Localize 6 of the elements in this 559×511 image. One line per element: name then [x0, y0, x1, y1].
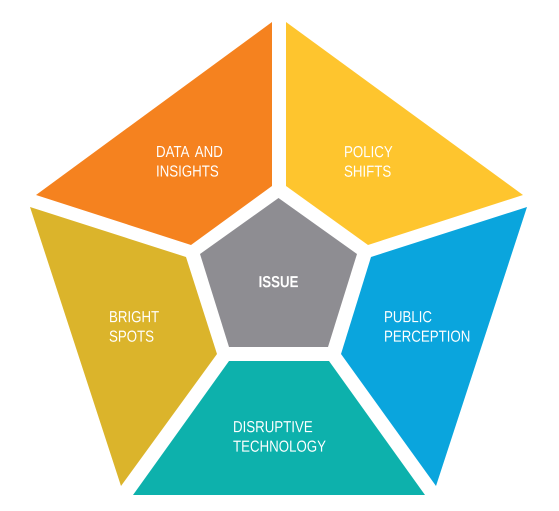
pentagon-segment: PUBLIC PERCEPTION [341, 207, 527, 486]
pentagon-segment: DATA AND INSIGHTS [36, 22, 272, 245]
pentagon-segment: BRIGHT SPOTS [30, 207, 217, 486]
pentagon-segment: POLICY SHIFTS [286, 22, 523, 245]
pentagon-segment: DISRUPTIVE TECHNOLOGY [133, 361, 425, 495]
center-pentagon: ISSUE [200, 198, 357, 347]
